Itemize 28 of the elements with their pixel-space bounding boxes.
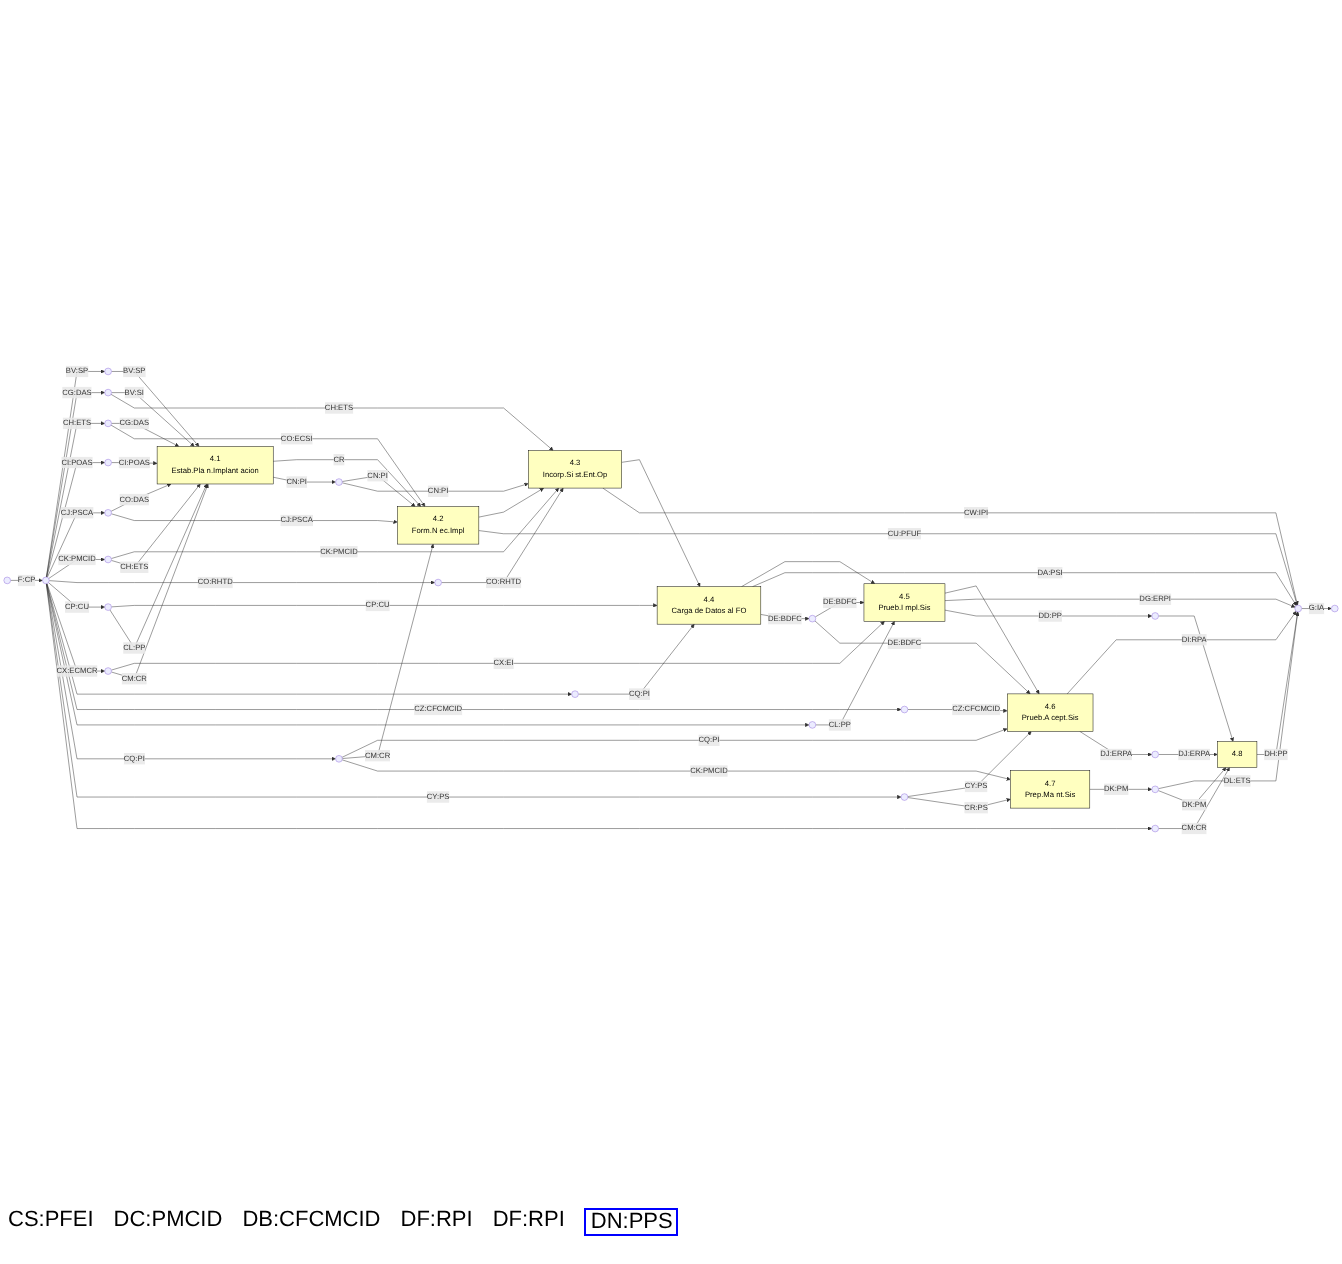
node-circle [104, 667, 112, 675]
node-circle [1151, 785, 1159, 793]
node-circle [1294, 604, 1302, 613]
node-circle [434, 578, 442, 587]
node-circle [1151, 750, 1159, 759]
node-circle [335, 478, 343, 486]
node-circle [1151, 612, 1159, 620]
flow-label: DC:PMCID [113, 1208, 223, 1236]
node-circle [104, 509, 112, 517]
node-circle [104, 555, 112, 564]
node-circle [104, 603, 112, 611]
node-circle [104, 419, 112, 427]
flow-label: CS:PFEI [8, 1208, 94, 1236]
flow-label: DF:RPI [400, 1208, 473, 1236]
node-circle [42, 576, 50, 584]
node-circle [808, 721, 816, 729]
node-circle [900, 705, 909, 714]
flow-label: DB:CFCMCID [242, 1208, 381, 1236]
node-circle [1151, 824, 1159, 833]
node-circle [808, 615, 816, 623]
node-circle [335, 755, 343, 763]
flow-label: DF:RPI [492, 1208, 565, 1236]
node-circle [900, 793, 909, 801]
node-circle [104, 459, 112, 467]
node-circle [104, 367, 112, 376]
node-circle [104, 389, 112, 397]
node-circle [571, 690, 579, 698]
flow-label: DN:PPS [584, 1208, 679, 1236]
